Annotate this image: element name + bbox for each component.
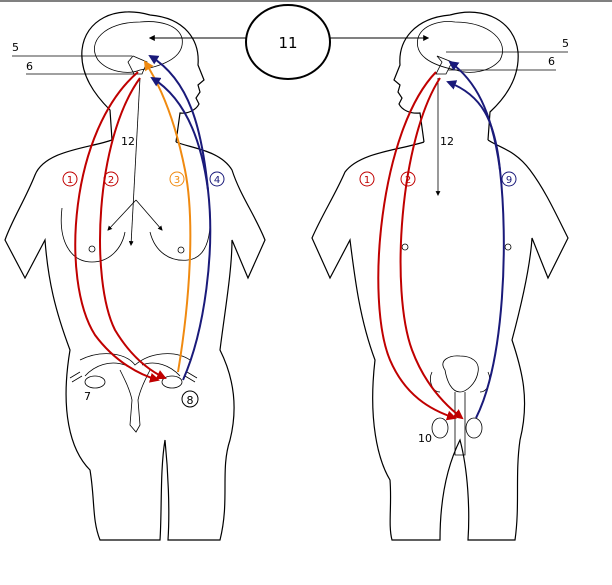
female-hormone-1: 1 <box>62 171 78 187</box>
male-pathway-red-2 <box>399 77 464 420</box>
male-label-10: 10 <box>418 432 432 445</box>
female-right-breast <box>149 207 211 261</box>
male-brain-outline <box>417 21 503 73</box>
female-pathway-red-1 <box>74 71 160 383</box>
male-figure <box>311 11 569 541</box>
female-label-6: 6 <box>26 60 33 73</box>
female-hormone-3: 3 <box>169 171 185 187</box>
male-pathway-red-1 <box>377 71 457 421</box>
male-hormone-1-label: 1 <box>364 175 370 186</box>
female-pathway-red-2 <box>99 77 167 380</box>
female-gonad-8-label: 8 <box>187 394 194 407</box>
male-hormone-9-label: 9 <box>506 175 512 186</box>
male-hormone-1: 1 <box>359 171 375 187</box>
female-hormone-1-label: 1 <box>67 175 73 186</box>
male-right-nipple <box>504 243 512 251</box>
female-left-breast <box>60 207 126 263</box>
female-hormone-2-label: 2 <box>108 175 114 186</box>
male-bladder-and-tract <box>430 355 490 456</box>
male-label-5: 5 <box>562 37 569 50</box>
male-body-outline <box>311 139 569 541</box>
female-head-outline <box>81 11 205 143</box>
female-left-ovary <box>84 375 106 389</box>
male-label-6: 6 <box>548 55 555 68</box>
male-left-testis <box>431 417 449 439</box>
female-label-5: 5 <box>12 41 19 54</box>
female-label-7: 7 <box>84 390 91 403</box>
female-left-nipple <box>88 245 96 253</box>
center-label: 11 <box>278 34 297 52</box>
male-label-12: 12 <box>440 135 454 148</box>
male-left-nipple <box>401 243 409 251</box>
female-figure <box>4 11 266 541</box>
male-hormone-9: 9 <box>501 171 517 187</box>
male-head-outline <box>393 11 519 143</box>
female-label-12: 12 <box>121 135 135 148</box>
female-gonad-8: 8 <box>181 390 199 408</box>
male-hormone-2-label: 2 <box>405 175 411 186</box>
center-circle <box>245 4 331 80</box>
male-pathway-navy-up <box>448 60 505 419</box>
female-body-outline <box>4 139 266 541</box>
female-uterus <box>79 353 191 433</box>
female-brain-outline <box>94 21 183 73</box>
female-hormone-4: 4 <box>209 171 225 187</box>
female-pathway-navy-to-5 <box>148 54 209 191</box>
female-hormone-3-label: 3 <box>174 175 180 186</box>
female-arrow-12 <box>107 77 163 246</box>
female-fallopian-tubes <box>69 362 198 383</box>
female-right-ovary <box>161 375 183 389</box>
male-pathway-navy-to-6 <box>446 80 501 171</box>
female-pathway-navy-up <box>150 76 212 381</box>
female-right-nipple <box>177 246 185 254</box>
male-right-testis <box>465 417 483 439</box>
female-pathway-orange <box>143 60 192 373</box>
female-hormone-4-label: 4 <box>214 175 220 186</box>
